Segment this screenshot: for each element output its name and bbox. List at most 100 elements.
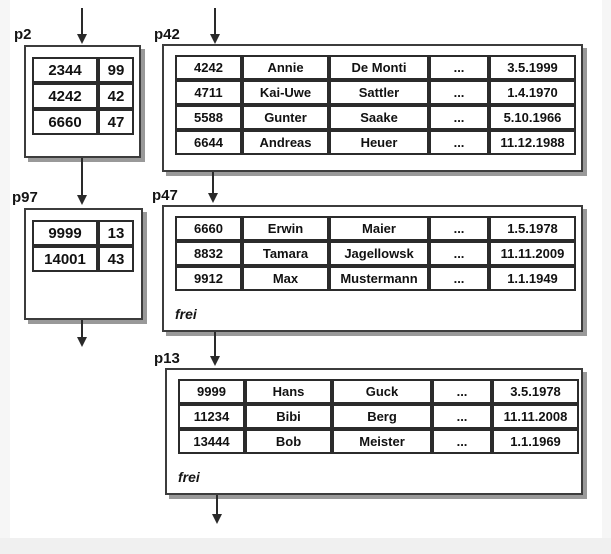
free-space-label: frei: [175, 306, 197, 322]
ellipsis-cell: ...: [429, 80, 489, 105]
ellipsis-cell: ...: [429, 55, 489, 80]
id-cell: 9999: [178, 379, 245, 404]
arrow-p47-to-p13: [210, 332, 220, 366]
ellipsis-cell: ...: [429, 241, 489, 266]
page-pointer-cell: 99: [98, 57, 134, 83]
firstname-cell: Tamara: [242, 241, 329, 266]
table-row: 4242 Annie De Monti ... 3.5.1999: [175, 55, 576, 80]
page-pointer-cell: 13: [98, 220, 134, 246]
record-table-p47: 6660 Erwin Maier ... 1.5.1978 8832 Tamar…: [175, 216, 576, 291]
index-page-p97: 9999 13 14001 43: [24, 208, 143, 320]
lastname-cell: Berg: [332, 404, 432, 429]
firstname-cell: Annie: [242, 55, 329, 80]
id-cell: 5588: [175, 105, 242, 130]
arrow-into-p42: [210, 8, 220, 44]
index-table-p97: 9999 13 14001 43: [32, 220, 134, 272]
date-cell: 1.4.1970: [489, 80, 576, 105]
lastname-cell: Maier: [329, 216, 429, 241]
firstname-cell: Gunter: [242, 105, 329, 130]
id-cell: 6644: [175, 130, 242, 155]
id-cell: 13444: [178, 429, 245, 454]
record-table-p13: 9999 Hans Guck ... 3.5.1978 11234 Bibi B…: [178, 379, 579, 454]
page-label-p97: p97: [12, 189, 38, 206]
lastname-cell: De Monti: [329, 55, 429, 80]
free-space-label: frei: [178, 469, 200, 485]
bottom-edge-strip: [0, 538, 611, 554]
ellipsis-cell: ...: [432, 379, 492, 404]
page-label-p42: p42: [154, 26, 180, 43]
key-cell: 14001: [32, 246, 98, 272]
page-label-p2: p2: [14, 26, 32, 43]
date-cell: 11.12.1988: [489, 130, 576, 155]
table-row: 2344 99: [32, 57, 134, 83]
firstname-cell: Erwin: [242, 216, 329, 241]
id-cell: 9912: [175, 266, 242, 291]
table-row: 5588 Gunter Saake ... 5.10.1966: [175, 105, 576, 130]
id-cell: 8832: [175, 241, 242, 266]
id-cell: 11234: [178, 404, 245, 429]
lastname-cell: Jagellowsk: [329, 241, 429, 266]
ellipsis-cell: ...: [432, 404, 492, 429]
date-cell: 3.5.1978: [492, 379, 579, 404]
firstname-cell: Kai-Uwe: [242, 80, 329, 105]
index-page-p2: 2344 99 4242 42 6660 47: [24, 45, 141, 158]
lastname-cell: Mustermann: [329, 266, 429, 291]
arrow-out-of-p97: [77, 320, 87, 347]
date-cell: 1.1.1969: [492, 429, 579, 454]
table-row: 4242 42: [32, 83, 134, 109]
arrow-into-p2: [77, 8, 87, 44]
table-row: 13444 Bob Meister ... 1.1.1969: [178, 429, 579, 454]
ellipsis-cell: ...: [432, 429, 492, 454]
arrow-out-of-p13: [212, 495, 222, 524]
firstname-cell: Hans: [245, 379, 332, 404]
date-cell: 11.11.2009: [489, 241, 576, 266]
firstname-cell: Bibi: [245, 404, 332, 429]
date-cell: 11.11.2008: [492, 404, 579, 429]
page-pointer-cell: 47: [98, 109, 134, 135]
table-row: 6644 Andreas Heuer ... 11.12.1988: [175, 130, 576, 155]
lastname-cell: Heuer: [329, 130, 429, 155]
record-table-p42: 4242 Annie De Monti ... 3.5.1999 4711 Ka…: [175, 55, 576, 155]
key-cell: 6660: [32, 109, 98, 135]
table-row: 6660 47: [32, 109, 134, 135]
ellipsis-cell: ...: [429, 266, 489, 291]
table-row: 9999 Hans Guck ... 3.5.1978: [178, 379, 579, 404]
arrow-p2-to-p97: [77, 158, 87, 205]
data-page-p42: 4242 Annie De Monti ... 3.5.1999 4711 Ka…: [162, 44, 583, 172]
date-cell: 5.10.1966: [489, 105, 576, 130]
table-row: 8832 Tamara Jagellowsk ... 11.11.2009: [175, 241, 576, 266]
data-page-p47: 6660 Erwin Maier ... 1.5.1978 8832 Tamar…: [162, 205, 583, 332]
lastname-cell: Meister: [332, 429, 432, 454]
page-label-p13: p13: [154, 350, 180, 367]
key-cell: 9999: [32, 220, 98, 246]
index-table-p2: 2344 99 4242 42 6660 47: [32, 57, 134, 135]
lastname-cell: Sattler: [329, 80, 429, 105]
ellipsis-cell: ...: [429, 216, 489, 241]
date-cell: 3.5.1999: [489, 55, 576, 80]
lastname-cell: Saake: [329, 105, 429, 130]
arrow-p42-to-p47: [208, 172, 218, 203]
id-cell: 4711: [175, 80, 242, 105]
page-label-p47: p47: [152, 187, 178, 204]
table-row: 11234 Bibi Berg ... 11.11.2008: [178, 404, 579, 429]
table-row: 14001 43: [32, 246, 134, 272]
page-pointer-cell: 42: [98, 83, 134, 109]
lastname-cell: Guck: [332, 379, 432, 404]
date-cell: 1.5.1978: [489, 216, 576, 241]
page-pointer-cell: 43: [98, 246, 134, 272]
right-edge-strip: [602, 0, 611, 554]
table-row: 9912 Max Mustermann ... 1.1.1949: [175, 266, 576, 291]
firstname-cell: Bob: [245, 429, 332, 454]
table-row: 6660 Erwin Maier ... 1.5.1978: [175, 216, 576, 241]
key-cell: 4242: [32, 83, 98, 109]
id-cell: 4242: [175, 55, 242, 80]
left-edge-strip: [0, 0, 10, 554]
table-row: 9999 13: [32, 220, 134, 246]
data-page-p13: 9999 Hans Guck ... 3.5.1978 11234 Bibi B…: [165, 368, 583, 495]
ellipsis-cell: ...: [429, 130, 489, 155]
firstname-cell: Andreas: [242, 130, 329, 155]
key-cell: 2344: [32, 57, 98, 83]
id-cell: 6660: [175, 216, 242, 241]
ellipsis-cell: ...: [429, 105, 489, 130]
